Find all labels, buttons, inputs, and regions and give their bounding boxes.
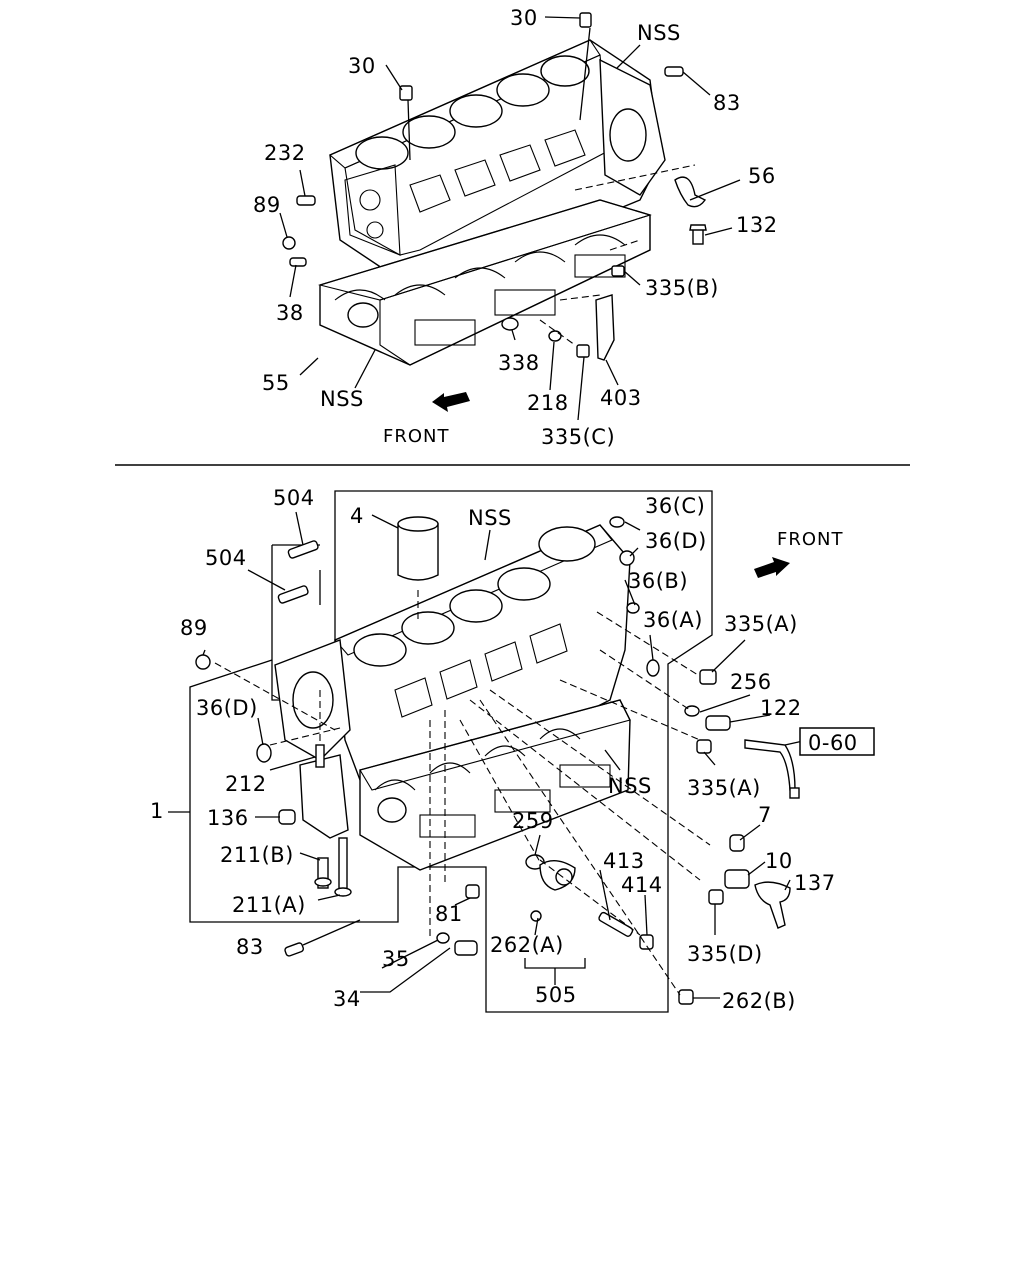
label-232: 232 — [264, 141, 306, 165]
label-36a: 36(A) — [643, 608, 703, 632]
bottom-front-bracket — [299, 754, 349, 839]
label-35: 35 — [382, 947, 410, 971]
label-256: 256 — [730, 670, 772, 694]
label-36b: 36(B) — [628, 569, 688, 593]
label-338: 338 — [498, 351, 540, 375]
label-504-left: 504 — [205, 546, 247, 570]
top-assembly: 30 30 NSS 83 232 56 89 132 38 335(B) 338… — [253, 6, 778, 449]
label-4: 4 — [350, 504, 364, 528]
label-137: 137 — [794, 871, 836, 895]
label-34: 34 — [333, 987, 361, 1011]
label-56: 56 — [748, 164, 776, 188]
label-403: 403 — [600, 386, 642, 410]
top-labels: 30 30 NSS 83 232 56 89 132 38 335(B) 338… — [253, 6, 778, 449]
front-label-bottom: FRONT — [777, 529, 844, 550]
label-36d-left: 36(D) — [196, 696, 258, 720]
label-262b: 262(B) — [722, 989, 796, 1013]
label-7: 7 — [758, 803, 772, 827]
front-label-top: FRONT — [383, 426, 450, 447]
top-small-parts — [282, 12, 707, 361]
label-55: 55 — [262, 371, 290, 395]
label-211b: 211(B) — [220, 843, 294, 867]
label-212: 212 — [225, 772, 267, 796]
label-nss-bottom-top: NSS — [468, 506, 512, 530]
top-leader-lines — [279, 16, 741, 421]
studs-504 — [277, 540, 319, 604]
label-10: 10 — [765, 849, 793, 873]
label-505: 505 — [535, 983, 577, 1007]
label-211a: 211(A) — [232, 893, 306, 917]
bottom-labels: 504 504 4 NSS 36(C) 36(D) 36(B) 36(A) 89… — [150, 486, 836, 1013]
label-83-bottom: 83 — [236, 935, 264, 959]
reference-box-label: 0-60 — [808, 731, 858, 755]
label-132: 132 — [736, 213, 778, 237]
label-335d: 335(D) — [687, 942, 763, 966]
label-89-bottom: 89 — [180, 616, 208, 640]
label-30-top: 30 — [510, 6, 538, 30]
label-414: 414 — [621, 873, 663, 897]
label-83-top: 83 — [713, 91, 741, 115]
label-36d-right: 36(D) — [645, 529, 707, 553]
label-81: 81 — [435, 902, 463, 926]
label-89-top: 89 — [253, 193, 281, 217]
label-335b: 335(B) — [645, 276, 719, 300]
label-335c: 335(C) — [541, 425, 615, 449]
label-122: 122 — [760, 696, 802, 720]
front-arrow-icon-right — [754, 557, 790, 578]
cylinder-liner — [397, 516, 439, 581]
label-413: 413 — [603, 849, 645, 873]
label-36c: 36(C) — [645, 494, 705, 518]
reference-box-0-60[interactable]: 0-60 — [799, 727, 875, 756]
label-218: 218 — [527, 391, 569, 415]
bottom-assembly: 0-60 FRONT 504 504 4 NSS 36(C) 36(D) 36(… — [150, 486, 875, 1013]
bottom-leader-lines — [202, 511, 804, 999]
bottom-cylinder-block — [274, 524, 631, 801]
top-crankcase — [317, 199, 652, 366]
bottom-crankcase — [359, 699, 631, 871]
label-504-top: 504 — [273, 486, 315, 510]
label-nss-top: NSS — [637, 21, 681, 45]
top-cylinder-block — [328, 39, 666, 291]
label-136: 136 — [207, 806, 249, 830]
front-arrow-icon — [432, 392, 470, 412]
label-30-left: 30 — [348, 54, 376, 78]
label-nss-bottom-right: NSS — [608, 774, 652, 798]
bottom-small-parts — [195, 516, 800, 1005]
label-335a-top: 335(A) — [724, 612, 798, 636]
label-38: 38 — [276, 301, 304, 325]
label-262a: 262(A) — [490, 933, 564, 957]
label-nss-bottom-left: NSS — [320, 387, 364, 411]
label-259: 259 — [512, 809, 554, 833]
label-335a-middle: 335(A) — [687, 776, 761, 800]
label-1: 1 — [150, 799, 164, 823]
